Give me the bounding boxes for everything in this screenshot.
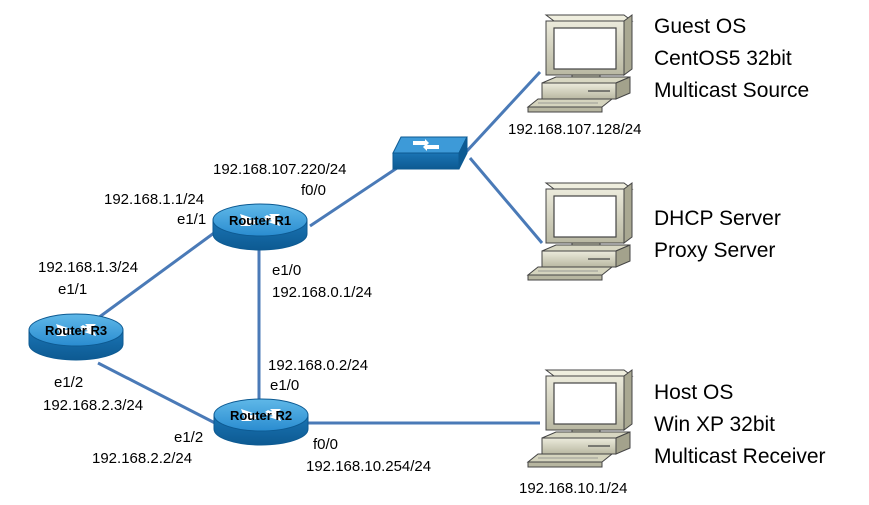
link-r3-r2 — [97, 361, 216, 425]
r1-f00-ip: 192.168.107.220/24 — [213, 161, 346, 178]
router-r3[interactable]: Router R3 — [28, 313, 124, 361]
host-line-1: Host OS — [654, 381, 733, 404]
dhcp-line-2: Proxy Server — [654, 239, 775, 262]
dhcp-line-1: DHCP Server — [654, 207, 781, 230]
links — [97, 70, 544, 425]
r2-e10-ip: 192.168.0.2/24 — [268, 357, 368, 374]
router-r1[interactable]: Router R1 — [212, 203, 308, 251]
link-r1-r3 — [97, 231, 215, 320]
router-icon — [213, 398, 309, 446]
r1-e11: e1/1 — [177, 211, 206, 228]
guest-line-1: Guest OS — [654, 15, 746, 38]
guest-ip: 192.168.107.128/24 — [508, 121, 641, 138]
r3-e11-ip: 192.168.1.3/24 — [38, 259, 138, 276]
router-r2[interactable]: Router R2 — [213, 398, 309, 446]
guest-line-2: CentOS5 32bit — [654, 47, 792, 70]
r3-e12-ip: 192.168.2.3/24 — [43, 397, 143, 414]
r2-f00-ip: 192.168.10.254/24 — [306, 458, 431, 475]
guest-line-3: Multicast Source — [654, 79, 809, 102]
link-r1-switch — [309, 164, 401, 228]
pc-guest[interactable] — [527, 14, 633, 113]
host-ip: 192.168.10.1/24 — [519, 480, 627, 497]
host-line-2: Win XP 32bit — [654, 413, 775, 436]
r2-e12-ip: 192.168.2.2/24 — [92, 450, 192, 467]
link-switch-dhcp — [468, 157, 544, 244]
router-icon — [28, 313, 124, 361]
desktop-computer-icon — [527, 369, 633, 468]
router-icon — [212, 203, 308, 251]
desktop-computer-icon — [527, 14, 633, 113]
pc-dhcp[interactable] — [527, 182, 633, 281]
desktop-computer-icon — [527, 182, 633, 281]
r3-e12: e1/2 — [54, 374, 83, 391]
pc-host[interactable] — [527, 369, 633, 468]
r1-e11-ip: 192.168.1.1/24 — [104, 191, 204, 208]
r1-f00: f0/0 — [301, 182, 326, 199]
router-r1-name: Router R1 — [229, 213, 291, 228]
link-switch-guest — [464, 70, 542, 154]
r2-f00: f0/0 — [313, 436, 338, 453]
r1-e10-ip: 192.168.0.1/24 — [272, 284, 372, 301]
router-r2-name: Router R2 — [230, 408, 292, 423]
router-r3-name: Router R3 — [45, 323, 107, 338]
r2-e12: e1/2 — [174, 429, 203, 446]
host-line-3: Multicast Receiver — [654, 445, 826, 468]
r2-e10: e1/0 — [270, 377, 299, 394]
r3-e11: e1/1 — [58, 281, 87, 298]
r1-e10: e1/0 — [272, 262, 301, 279]
switch[interactable] — [392, 136, 468, 170]
